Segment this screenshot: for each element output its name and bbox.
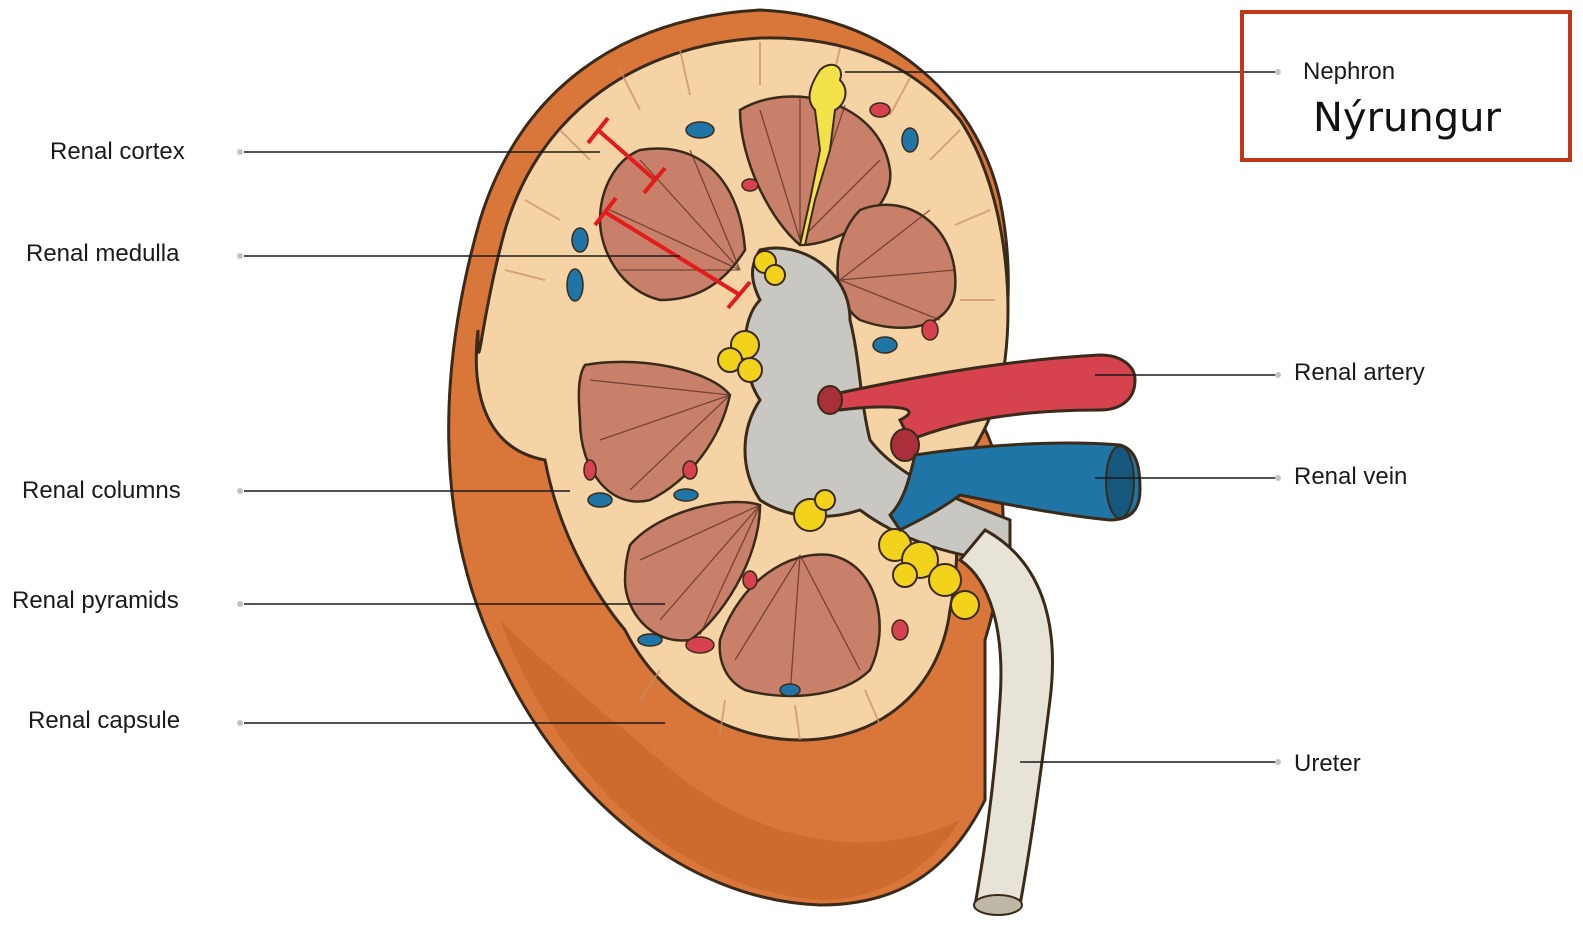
ureter-opening (974, 895, 1022, 915)
nephron-translation: Nýrungur (1313, 98, 1501, 138)
label-renal-capsule: Renal capsule (28, 709, 180, 733)
label-renal-columns: Renal columns (22, 479, 181, 503)
label-renal-pyramids: Renal pyramids (12, 589, 179, 613)
label-ureter: Ureter (1294, 752, 1361, 776)
vein-end (1106, 446, 1134, 518)
label-renal-cortex: Renal cortex (50, 140, 185, 164)
label-renal-artery: Renal artery (1294, 361, 1425, 385)
renal-vein-shape (890, 443, 1140, 530)
label-renal-medulla: Renal medulla (26, 242, 179, 266)
label-renal-vein: Renal vein (1294, 465, 1407, 489)
artery-end (818, 386, 842, 414)
